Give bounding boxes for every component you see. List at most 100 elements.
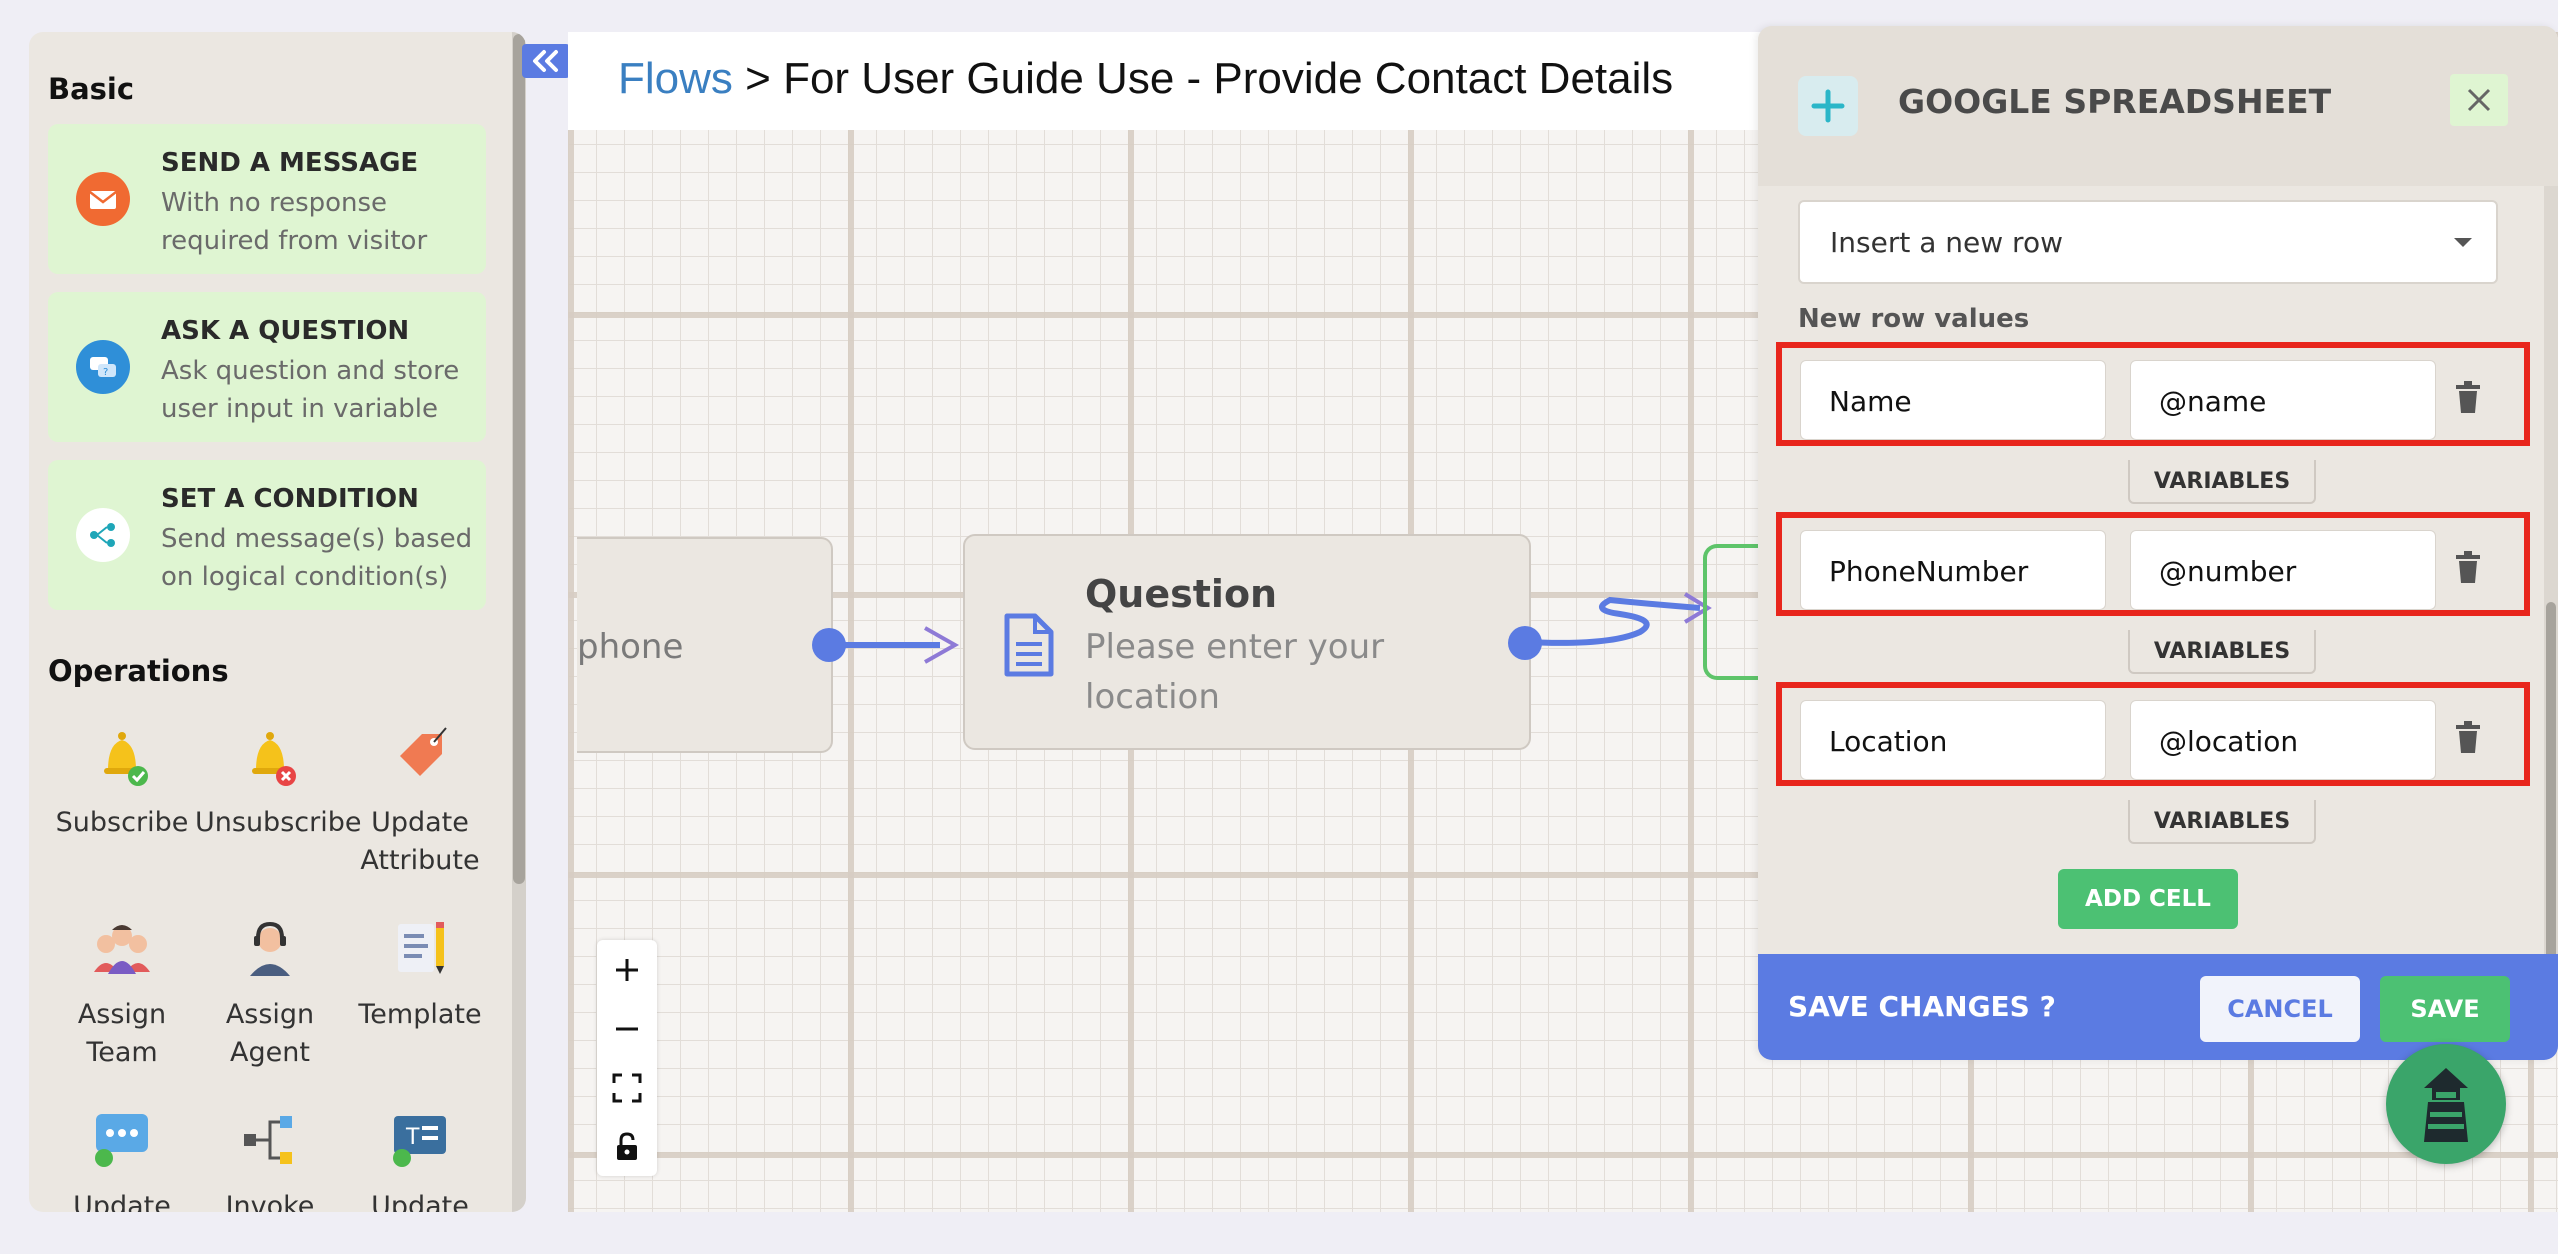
- envelope-icon: [76, 172, 130, 226]
- chat-widget-button[interactable]: [2386, 1044, 2506, 1164]
- assign-team-operation[interactable]: Assign Team: [47, 908, 197, 1072]
- flow-title: For User Guide Use - Provide Contact Det…: [783, 54, 1674, 103]
- fit-view-icon: [612, 1073, 642, 1102]
- document-icon: [1001, 612, 1055, 682]
- operation-label: Update Attribute: [360, 807, 480, 876]
- tag-icon: [380, 716, 460, 796]
- unlock-icon: [617, 1131, 637, 1160]
- breadcrumb: Flows > For User Guide Use - Provide Con…: [618, 54, 1673, 104]
- cancel-button[interactable]: CANCEL: [2200, 976, 2360, 1042]
- unsubscribe-operation[interactable]: Unsubscribe: [195, 716, 361, 842]
- breadcrumb-flows-link[interactable]: Flows: [618, 54, 733, 103]
- set-condition-block[interactable]: SET A CONDITION Send message(s) based on…: [48, 460, 486, 610]
- subscribe-operation[interactable]: Subscribe: [47, 716, 197, 842]
- fit-view-button[interactable]: [597, 1058, 657, 1117]
- node-title: Question: [1085, 572, 1278, 616]
- canvas-header: Flows > For User Guide Use - Provide Con…: [568, 32, 1768, 130]
- node-text: Please enter your location: [1085, 627, 1385, 717]
- minus-icon: [616, 1027, 638, 1030]
- zoom-in-button[interactable]: [597, 940, 657, 999]
- column-name-value: Location: [1829, 725, 1948, 758]
- operation-label: Assign Agent: [225, 999, 315, 1068]
- template-operation[interactable]: Template: [345, 908, 495, 1034]
- save-button[interactable]: SAVE: [2380, 976, 2510, 1042]
- column-name-input[interactable]: Location: [1800, 700, 2106, 780]
- breadcrumb-separator: >: [732, 54, 784, 103]
- svg-text:T: T: [405, 1125, 420, 1150]
- operation-label: Update: [371, 1191, 469, 1212]
- plus-icon: [1798, 76, 1858, 136]
- basic-section-title: Basic: [48, 72, 135, 106]
- block-desc: Send message(s) based on logical conditi…: [161, 524, 473, 592]
- panel-scrollbar-thumb[interactable]: [2546, 602, 2556, 962]
- previous-node[interactable]: phone: [577, 537, 833, 753]
- add-cell-button[interactable]: ADD CELL: [2058, 869, 2238, 929]
- action-select-value: Insert a new row: [1830, 226, 2063, 259]
- chevron-down-icon: [2454, 238, 2472, 247]
- output-port[interactable]: [812, 628, 846, 662]
- save-changes-bar: SAVE CHANGES ? CANCEL SAVE: [1758, 954, 2558, 1060]
- variables-button[interactable]: VARIABLES: [2128, 630, 2316, 674]
- next-node[interactable]: [1703, 544, 1787, 680]
- template-icon: [380, 908, 460, 988]
- cell-value-input[interactable]: @location: [2130, 700, 2436, 780]
- agent-icon: [230, 908, 310, 988]
- variables-button[interactable]: VARIABLES: [2128, 460, 2316, 504]
- cell-value-input[interactable]: @name: [2130, 360, 2436, 440]
- svg-text:?: ?: [103, 367, 108, 378]
- team-icon: [82, 908, 162, 988]
- close-button[interactable]: [2450, 74, 2508, 126]
- cell-value: @number: [2159, 555, 2297, 588]
- variables-button[interactable]: VARIABLES: [2128, 800, 2316, 844]
- delete-row-button[interactable]: [2454, 380, 2482, 418]
- trash-icon: [2456, 381, 2480, 413]
- block-title: SET A CONDITION: [161, 484, 419, 514]
- block-desc: Ask question and store user input in var…: [161, 356, 460, 424]
- column-name-input[interactable]: PhoneNumber: [1800, 530, 2106, 610]
- row-value-group: Name @name: [1776, 342, 2530, 446]
- delete-row-button[interactable]: [2454, 720, 2482, 758]
- row-value-group: Location @location: [1776, 682, 2530, 786]
- action-select[interactable]: Insert a new row: [1798, 200, 2498, 284]
- lock-button[interactable]: [597, 1117, 657, 1176]
- send-message-block[interactable]: SEND A MESSAGE With no response required…: [48, 124, 486, 274]
- cell-value-input[interactable]: @number: [2130, 530, 2436, 610]
- ask-question-block[interactable]: ? ASK A QUESTION Ask question and store …: [48, 292, 486, 442]
- output-port[interactable]: [1508, 626, 1542, 660]
- operations-section-title: Operations: [48, 654, 229, 688]
- update-text-operation[interactable]: T Update: [345, 1100, 495, 1212]
- bell-check-icon: [82, 716, 162, 796]
- plus-icon: [616, 958, 638, 981]
- close-icon: [2467, 88, 2491, 112]
- lighthouse-icon: [2424, 1068, 2468, 1142]
- question-node[interactable]: Question Please enter your location: [963, 534, 1531, 750]
- delete-row-button[interactable]: [2454, 550, 2482, 588]
- operation-label: Update: [73, 1191, 171, 1212]
- column-name-value: Name: [1829, 385, 1912, 418]
- flow-invoke-icon: [230, 1100, 310, 1180]
- block-title: SEND A MESSAGE: [161, 148, 419, 178]
- panel-scrollbar[interactable]: [2544, 186, 2558, 966]
- branch-icon: [76, 508, 130, 562]
- chat-update-icon: [82, 1100, 162, 1180]
- cell-value: @name: [2159, 385, 2267, 418]
- zoom-out-button[interactable]: [597, 999, 657, 1058]
- sidebar-scrollbar[interactable]: [512, 32, 526, 1212]
- operation-label: Subscribe: [55, 807, 189, 838]
- sidebar-scrollbar-thumb[interactable]: [513, 34, 525, 884]
- node-text: phone: [577, 627, 684, 667]
- collapse-sidebar-button[interactable]: [522, 44, 570, 78]
- block-title: ASK A QUESTION: [161, 316, 410, 346]
- trash-icon: [2456, 721, 2480, 753]
- update-chat-operation[interactable]: Update: [47, 1100, 197, 1212]
- assign-agent-operation[interactable]: Assign Agent: [195, 908, 345, 1072]
- panel-header: GOOGLE SPREADSHEET: [1758, 26, 2558, 186]
- operation-label: Template: [358, 999, 482, 1030]
- row-values-label: New row values: [1798, 304, 2030, 334]
- column-name-input[interactable]: Name: [1800, 360, 2106, 440]
- update-attribute-operation[interactable]: Update Attribute: [345, 716, 495, 880]
- invoke-operation[interactable]: Invoke: [195, 1100, 345, 1212]
- cell-value: @location: [2159, 725, 2299, 758]
- text-update-icon: T: [380, 1100, 460, 1180]
